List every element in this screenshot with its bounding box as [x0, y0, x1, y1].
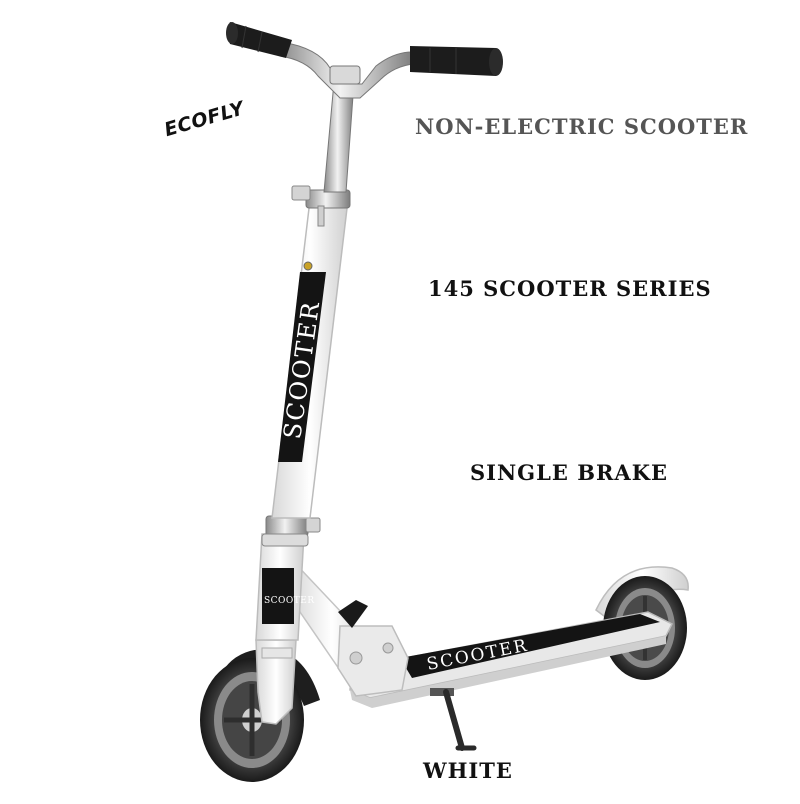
lower-clamp — [261, 515, 321, 547]
scooter-type-label: NON-ELECTRIC SCOOTER — [415, 114, 749, 139]
kickstand — [430, 688, 477, 751]
upper-stem: SCOOTER — [271, 199, 349, 519]
color-label: WHITE — [423, 758, 513, 783]
upper-clamp — [291, 185, 351, 227]
series-label: 145 SCOOTER SERIES — [428, 276, 712, 301]
right-grip — [410, 46, 503, 76]
brake-label: SINGLE BRAKE — [470, 460, 668, 485]
left-grip — [226, 22, 292, 58]
lower-decal: SCOOTER — [264, 596, 315, 606]
lower-stem: SCOOTER — [255, 533, 315, 641]
folding-mechanism — [290, 557, 409, 697]
deck: SCOOTER — [349, 611, 674, 708]
handlebar — [279, 41, 415, 99]
